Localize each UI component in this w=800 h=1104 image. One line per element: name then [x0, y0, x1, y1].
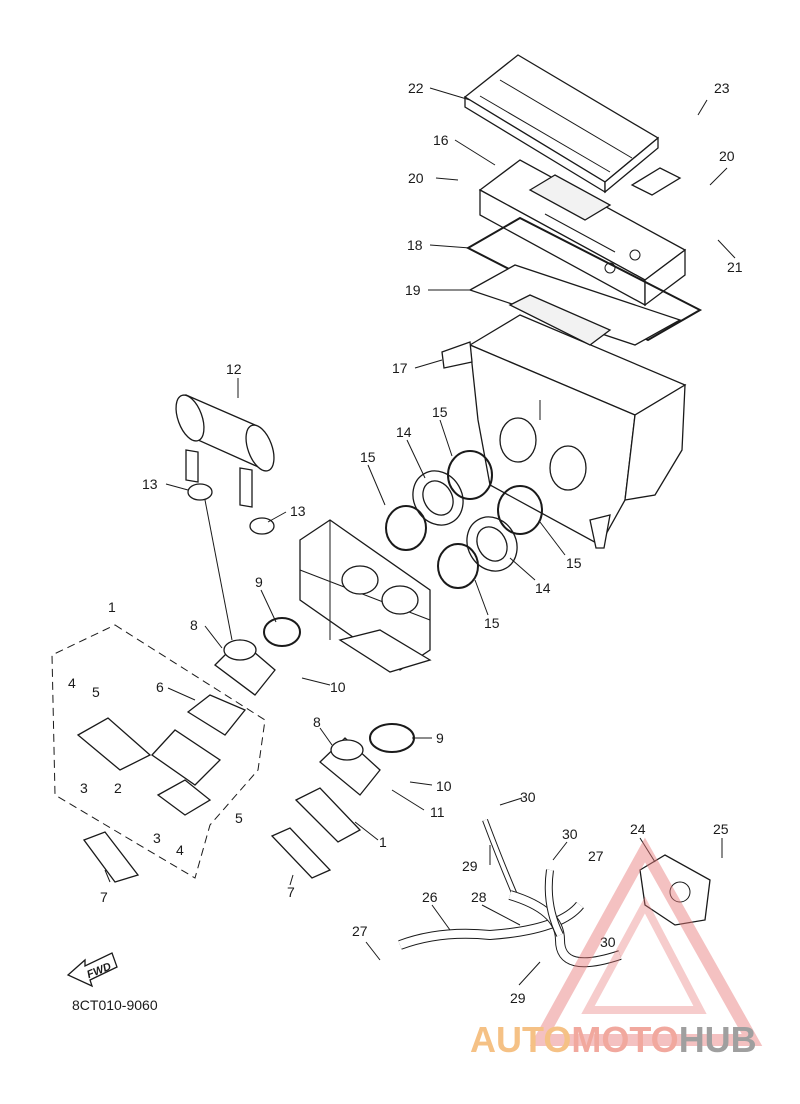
- intake-manifold-8-upper: [214, 639, 276, 696]
- hoses: [398, 818, 622, 968]
- callout-15b: 15: [360, 449, 376, 465]
- callout-7a: 7: [100, 889, 108, 905]
- air-box-case: [441, 294, 687, 549]
- callout-19: 19: [405, 282, 421, 298]
- callout-14a: 14: [396, 424, 412, 440]
- watermark-hub: HUB: [679, 1019, 757, 1060]
- callout-3a: 3: [80, 780, 88, 796]
- callout-5b: 5: [235, 810, 243, 826]
- callout-10b: 10: [436, 778, 452, 794]
- callout-3b: 3: [153, 830, 161, 846]
- watermark-auto: AUTO: [470, 1019, 571, 1060]
- callout-26: 26: [422, 889, 438, 905]
- intake-manifold-8-lower: [319, 737, 381, 796]
- callout-27a: 27: [588, 848, 604, 864]
- cap-13-left: [187, 483, 213, 501]
- callout-24: 24: [630, 821, 646, 837]
- air-filter-element: [463, 54, 660, 194]
- callout-8b: 8: [313, 714, 321, 730]
- callout-8a: 8: [190, 617, 198, 633]
- callout-29a: 29: [462, 858, 478, 874]
- callout-22: 22: [408, 80, 424, 96]
- watermark-logo: AUTOMOTOHUB: [470, 837, 763, 1060]
- callout-25: 25: [713, 821, 729, 837]
- joint-14-lower: [466, 516, 518, 572]
- reed-valve-group: [51, 624, 362, 883]
- clamp-15-c: [497, 485, 543, 535]
- watermark-triangle-inner: [581, 896, 707, 1014]
- callout-15c: 15: [566, 555, 582, 571]
- clamp-15-b: [385, 505, 427, 551]
- callout-4b: 4: [176, 842, 184, 858]
- forward-direction-arrow: FWD: [66, 952, 118, 988]
- watermark-triangle: [529, 837, 763, 1046]
- callout-11: 11: [430, 804, 445, 820]
- callout-numbers: 22 23 16 20 20 18 21 19 17 12 15 14 15 1…: [68, 80, 743, 1006]
- callout-21: 21: [727, 259, 743, 275]
- callout-15a: 15: [432, 404, 448, 420]
- svg-text:AUTOMOTOHUB: AUTOMOTOHUB: [470, 1019, 757, 1060]
- callout-20b: 20: [719, 148, 735, 164]
- callout-16: 16: [433, 132, 449, 148]
- callout-6: 6: [156, 679, 164, 695]
- callout-28: 28: [471, 889, 487, 905]
- callout-13b: 13: [290, 503, 306, 519]
- callout-18: 18: [407, 237, 423, 253]
- callout-14b: 14: [535, 580, 551, 596]
- callout-27b: 27: [352, 923, 368, 939]
- oil-pump: [639, 854, 711, 926]
- callout-13a: 13: [142, 476, 158, 492]
- carburetor-assembly: [299, 519, 432, 673]
- callout-17: 17: [392, 360, 408, 376]
- callout-4a: 4: [68, 675, 76, 691]
- callout-1a: 1: [108, 599, 116, 615]
- intake-silencer: [175, 394, 275, 508]
- clamp-9-lower: [369, 723, 415, 753]
- clamp-15-d: [437, 543, 479, 589]
- callout-9a: 9: [255, 574, 263, 590]
- callout-2: 2: [114, 780, 122, 796]
- callout-30b: 30: [562, 826, 578, 842]
- callout-29b: 29: [510, 990, 526, 1006]
- callout-20a: 20: [408, 170, 424, 186]
- callout-5a: 5: [92, 684, 100, 700]
- leader-lines: [104, 87, 736, 986]
- clamp-15-a: [447, 450, 493, 500]
- clamp-9-upper: [263, 617, 301, 647]
- callout-10a: 10: [330, 679, 346, 695]
- callout-9b: 9: [436, 730, 444, 746]
- figure-code: 8CT010-9060: [72, 997, 158, 1013]
- callout-7b: 7: [287, 884, 295, 900]
- watermark-moto: MOTO: [571, 1019, 678, 1060]
- callout-30c: 30: [600, 934, 616, 950]
- callout-23: 23: [714, 80, 730, 96]
- callout-30a: 30: [520, 789, 536, 805]
- callout-1b: 1: [379, 834, 387, 850]
- callout-15d: 15: [484, 615, 500, 631]
- callout-12: 12: [226, 361, 242, 377]
